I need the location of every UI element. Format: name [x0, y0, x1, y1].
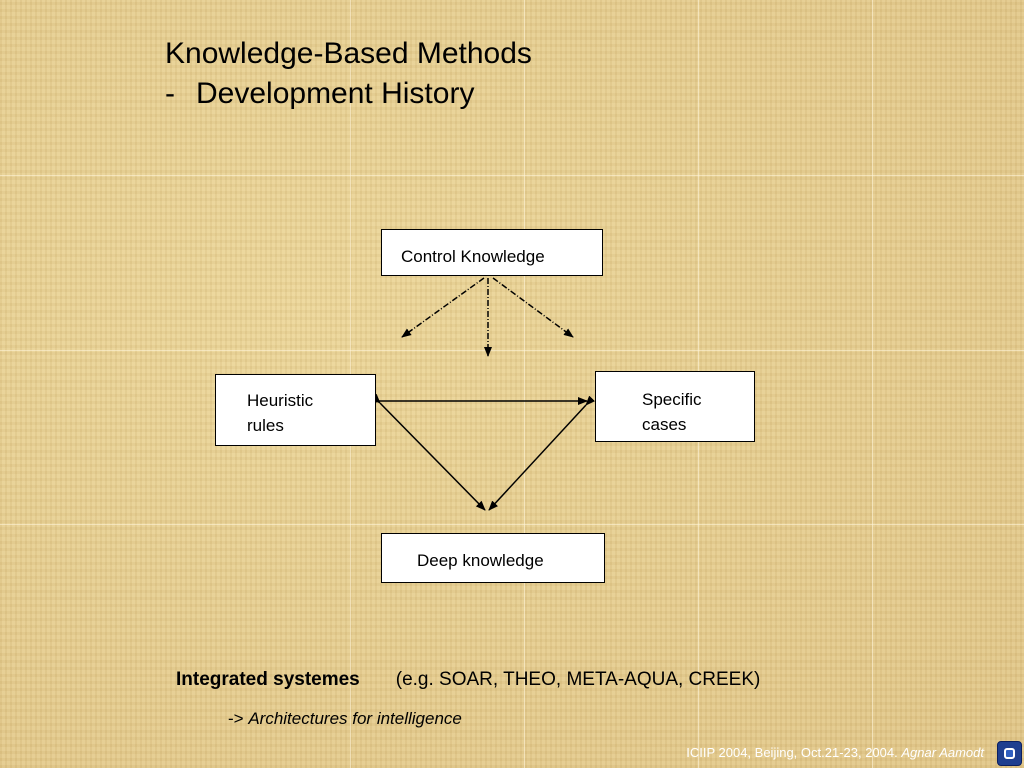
background-tile-seam — [872, 0, 873, 768]
background-tile-seam — [0, 524, 1024, 525]
footer-author: Agnar Aamodt — [901, 745, 984, 760]
title-line-1: Knowledge-Based Methods — [165, 37, 532, 70]
square-icon — [1004, 748, 1015, 759]
title-dash: - — [165, 77, 175, 110]
control-knowledge-box: Control Knowledge — [381, 229, 603, 276]
integrated-systems-line: Integrated systemes (e.g. SOAR, THEO, MET… — [176, 669, 760, 691]
integrated-systems-label: Integrated systemes — [176, 669, 360, 690]
arrow-specific-deep — [488, 395, 596, 511]
slide-navigation-button[interactable] — [997, 741, 1022, 766]
specific-cases-label-line-2: cases — [642, 415, 687, 434]
slide-footer: ICIIP 2004, Beijing, Oct.21-23, 2004. Ag… — [686, 745, 984, 760]
heuristic-rules-label-line-2: rules — [247, 416, 284, 435]
architectures-line: -> Architectures for intelligence — [228, 709, 462, 729]
deep-knowledge-box: Deep knowledge — [381, 533, 605, 583]
integrated-systems-examples: (e.g. SOAR, THEO, META-AQUA, CREEK) — [395, 669, 761, 690]
slide-title: Knowledge-Based Methods -Development His… — [165, 34, 532, 114]
control-knowledge-label: Control Knowledge — [401, 247, 545, 266]
background-tile-seam — [0, 175, 1024, 176]
architectures-arrow: -> — [228, 709, 244, 728]
arrow-control-to-heuristic — [401, 277, 485, 338]
title-line-2: -Development History — [165, 74, 532, 114]
background-tile-seam — [524, 0, 525, 768]
deep-knowledge-label: Deep knowledge — [417, 551, 544, 570]
background-tile-seam — [0, 350, 1024, 351]
specific-cases-box: Specific cases — [595, 371, 755, 442]
architectures-text: Architectures for intelligence — [248, 709, 462, 728]
specific-cases-label-line-1: Specific — [642, 390, 702, 409]
heuristic-rules-box: Heuristic rules — [215, 374, 376, 446]
heuristic-rules-label-line-1: Heuristic — [247, 391, 314, 410]
arrow-control-to-specific — [492, 277, 574, 338]
title-line-2-text: Development History — [196, 77, 475, 110]
footer-event: ICIIP 2004, Beijing, Oct.21-23, 2004. — [686, 745, 898, 760]
arrow-heuristic-deep — [370, 393, 486, 511]
